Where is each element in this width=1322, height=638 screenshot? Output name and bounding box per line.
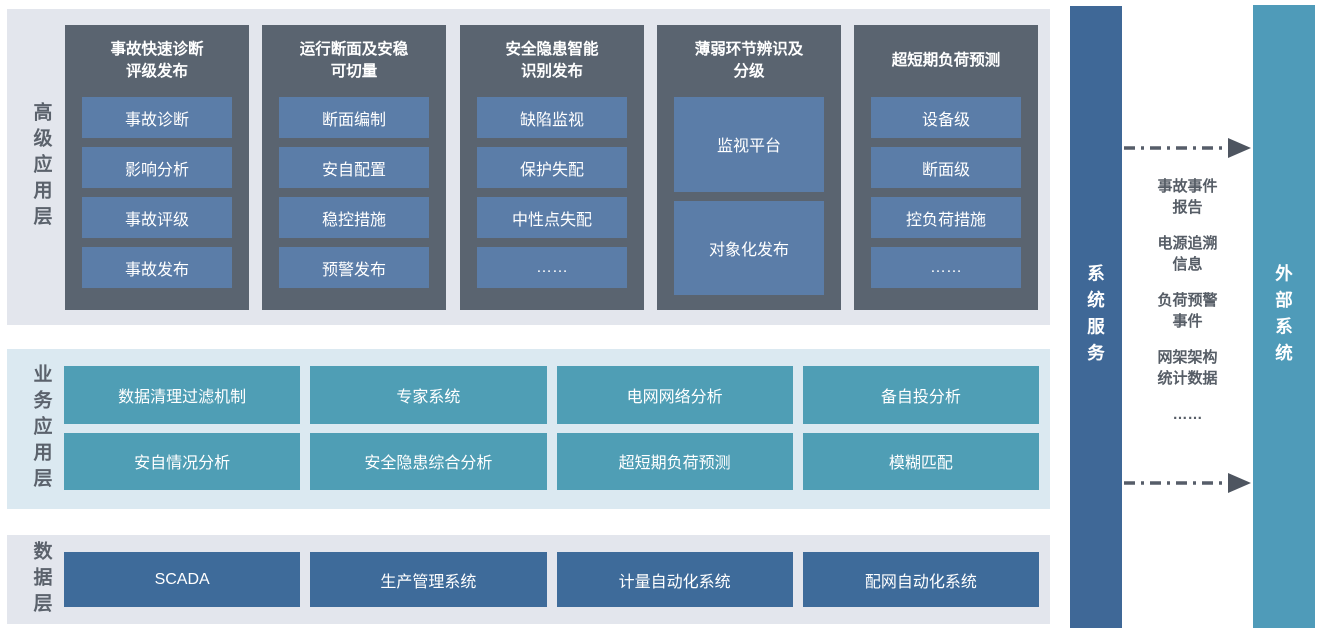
module-box: 备自投分析	[802, 366, 1039, 424]
system-service-bar: 系统服务	[1070, 6, 1122, 628]
service-outputs-list: 事故事件 报告 电源追溯 信息 负荷预警 事件 网架架构 统计数据 ……	[1122, 176, 1253, 425]
layer-advanced-apps: 高级应用层 事故快速诊断 评级发布 事故诊断 影响分析 事故评级 事故发布 运行…	[7, 9, 1050, 325]
module-box: ……	[871, 247, 1021, 288]
column-accident-diagnosis: 事故快速诊断 评级发布 事故诊断 影响分析 事故评级 事故发布	[65, 25, 249, 310]
service-output-item: ……	[1172, 406, 1203, 423]
module-box: 计量自动化系统	[556, 552, 793, 607]
module-box: 事故发布	[82, 247, 232, 288]
module-box: 生产管理系统	[310, 552, 547, 607]
module-box: 模糊匹配	[802, 432, 1039, 490]
module-box: 保护失配	[477, 147, 627, 188]
column-title: 超短期负荷预测	[891, 51, 1001, 69]
arrow-right-icon	[1124, 138, 1251, 158]
module-box: 断面编制	[279, 97, 429, 138]
service-output-item: 网架架构 统计数据	[1157, 349, 1218, 387]
column-operation-section: 运行断面及安稳 可切量 断面编制 安自配置 稳控措施 预警发布	[262, 25, 446, 310]
module-box: 事故诊断	[82, 97, 232, 138]
data-items-grid: SCADA 生产管理系统 计量自动化系统 配网自动化系统	[64, 552, 1039, 607]
layer-label-advanced: 高级应用层	[30, 102, 52, 232]
module-box: 电网网络分析	[556, 366, 793, 424]
column-items: 事故诊断 影响分析 事故评级 事故发布	[82, 97, 232, 295]
module-box: SCADA	[64, 552, 301, 607]
module-box: 断面级	[871, 147, 1021, 188]
service-output-item: 负荷预警 事件	[1157, 292, 1218, 330]
module-box: 影响分析	[82, 147, 232, 188]
module-box: 专家系统	[310, 366, 547, 424]
column-items: 设备级 断面级 控负荷措施 ……	[871, 97, 1021, 295]
module-box: 控负荷措施	[871, 197, 1021, 238]
external-system-bar: 外部系统	[1253, 5, 1315, 628]
layer-data: 数据层 SCADA 生产管理系统 计量自动化系统 配网自动化系统	[7, 535, 1050, 624]
column-title: 薄弱环节辨识及 分级	[694, 40, 804, 80]
column-hidden-danger: 安全隐患智能 识别发布 缺陷监视 保护失配 中性点失配 ……	[460, 25, 644, 310]
module-box: 配网自动化系统	[802, 552, 1039, 607]
module-box: 设备级	[871, 97, 1021, 138]
service-output-item: 事故事件 报告	[1157, 178, 1218, 216]
module-box: 监视平台	[674, 97, 824, 192]
service-output-item: 电源追溯 信息	[1157, 235, 1218, 273]
column-title: 运行断面及安稳 可切量	[299, 40, 409, 80]
module-box: 安自配置	[279, 147, 429, 188]
layer-business-apps: 业务应用层 数据清理过滤机制 专家系统 电网网络分析 备自投分析 安自情况分析 …	[7, 349, 1050, 509]
module-box: 中性点失配	[477, 197, 627, 238]
column-weak-link: 薄弱环节辨识及 分级 监视平台 对象化发布	[657, 25, 841, 310]
layer-label-data: 数据层	[30, 540, 52, 619]
module-box: 数据清理过滤机制	[64, 366, 301, 424]
module-box: 缺陷监视	[477, 97, 627, 138]
column-items: 缺陷监视 保护失配 中性点失配 ……	[477, 97, 627, 295]
module-box: 安自情况分析	[64, 432, 301, 490]
module-box: 安全隐患综合分析	[310, 432, 547, 490]
column-load-forecast: 超短期负荷预测 设备级 断面级 控负荷措施 ……	[854, 25, 1038, 310]
business-items-grid: 数据清理过滤机制 专家系统 电网网络分析 备自投分析 安自情况分析 安全隐患综合…	[64, 366, 1039, 490]
column-title: 事故快速诊断 评级发布	[110, 40, 204, 80]
module-box: 超短期负荷预测	[556, 432, 793, 490]
arrow-right-icon	[1124, 473, 1251, 493]
module-box: 对象化发布	[674, 200, 824, 295]
module-box: ……	[477, 247, 627, 288]
layer-label-business: 业务应用层	[30, 364, 52, 494]
column-title: 安全隐患智能 识别发布	[505, 40, 599, 80]
module-box: 事故评级	[82, 197, 232, 238]
module-box: 稳控措施	[279, 197, 429, 238]
module-box: 预警发布	[279, 247, 429, 288]
column-items: 监视平台 对象化发布	[674, 97, 824, 295]
column-items: 断面编制 安自配置 稳控措施 预警发布	[279, 97, 429, 295]
